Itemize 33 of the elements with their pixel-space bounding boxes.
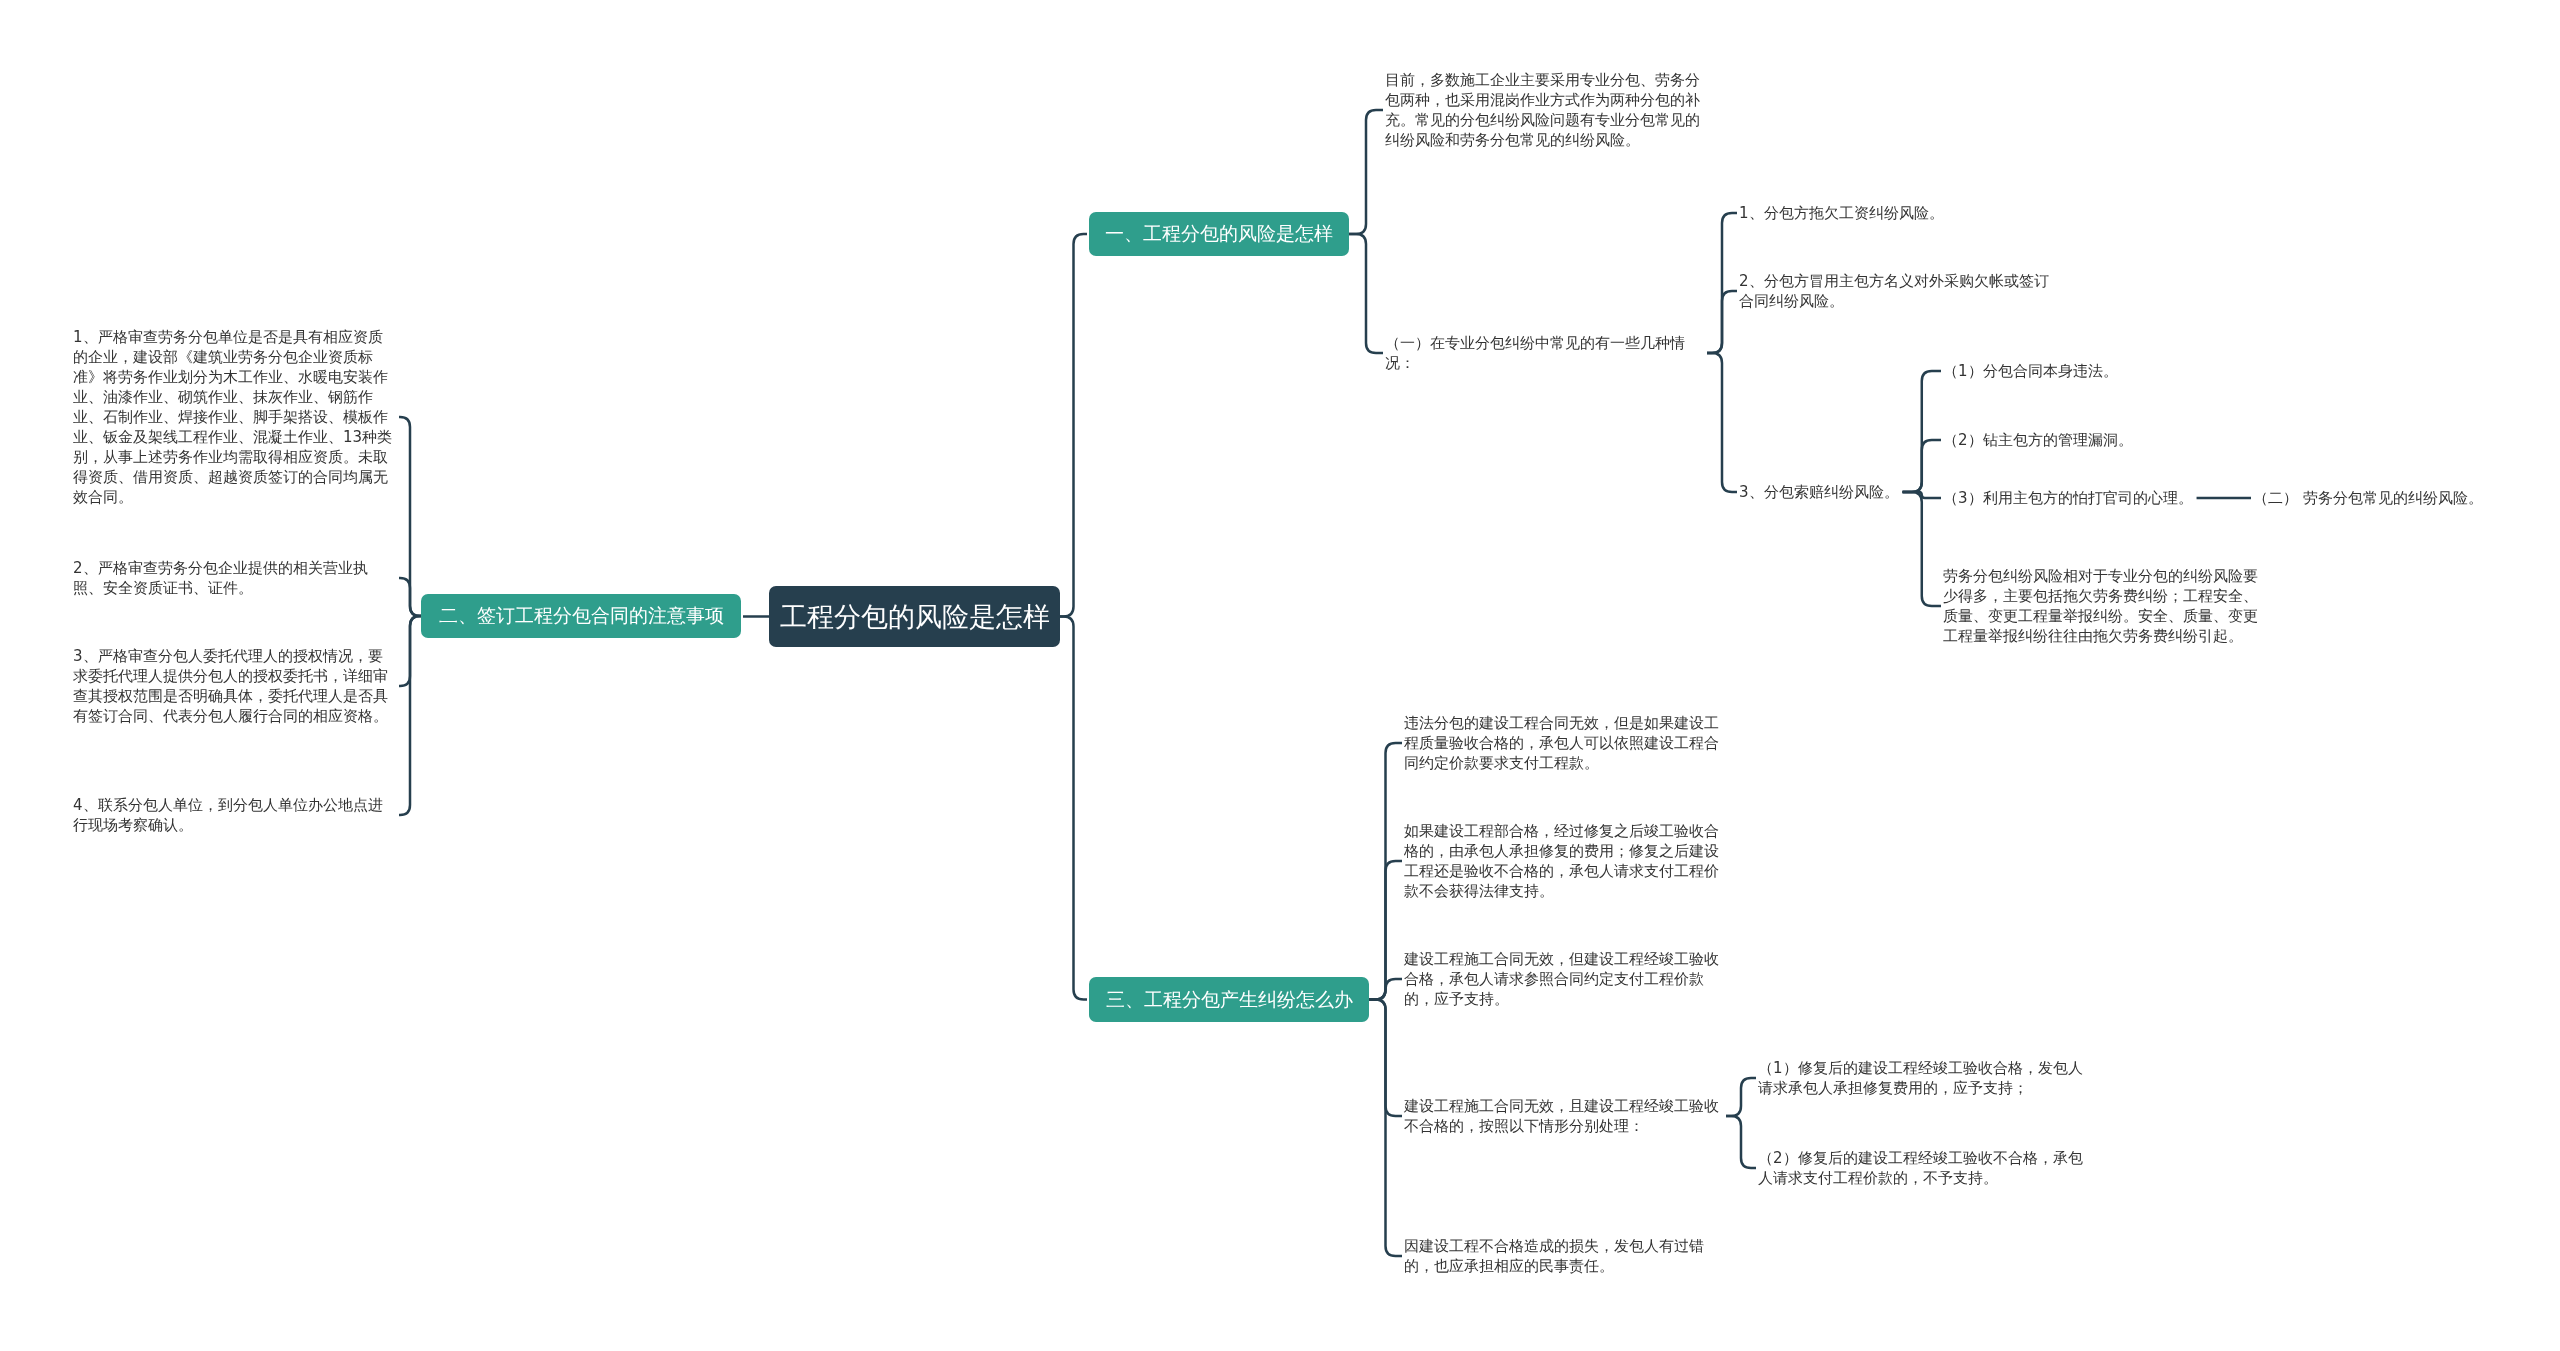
topic-text: 2、严格审查劳务分包企业提供的相关营业执照、安全资质证书、证件。 [73, 558, 369, 598]
topic-text: 劳务分包纠纷风险相对于专业分包的纠纷风险要少得多，主要包括拖欠劳务费纠纷；工程安全、质量、变更工程量举报纠纷。安全、质量、变更工程量举报纠纷往往由拖欠劳务费纠纷引起。 [1943, 566, 2259, 646]
topic-text: 1、严格审查劳务分包单位是否是具有相应资质的企业，建设部《建筑业劳务分包企业资质标准》将劳务作业划分为木工作业、水暖电安装作业、油漆作业、砌筑作业、抹灰作业、钢筋作业、石制作业、焊接作业、脚手架搭设、模板作业、钣金及架线工程作业、混凝土作业、13种类别，从事上述劳务作业均需取得相应资质。未取得资质、借用资质、超越资质签订的合同均属无效合同。 [73, 327, 394, 507]
topic-label: 三、工程分包产生纠纷怎么办 [1105, 986, 1353, 1012]
topic-text: （一）在专业分包纠纷中常见的有一些几种情况： [1385, 333, 1686, 373]
topic-text: （1）分包合同本身违法。 [1943, 361, 2118, 381]
branch-topic-box [1089, 212, 1349, 256]
topic-text: 建设工程施工合同无效，但建设工程经竣工验收合格，承包人请求参照合同约定支付工程价款的，应予支持。 [1404, 949, 1720, 1009]
topic-text: 因建设工程不合格造成的损失，发包人有过错的，也应承担相应的民事责任。 [1404, 1236, 1705, 1276]
topic-text: （2）修复后的建设工程经竣工验收不合格，承包人请求支付工程价款的，不予支持。 [1758, 1148, 2084, 1188]
connector-line [1060, 615, 1087, 1001]
topic-text: （二） 劳务分包常见的纠纷风险。 [2253, 488, 2483, 508]
topic-text: 违法分包的建设工程合同无效，但是如果建设工程质量验收合格的，承包人可以依照建设工程合同约定价款要求支付工程款。 [1404, 713, 1720, 773]
topic-text: 3、严格审查分包人委托代理人的授权情况，要求委托代理人提供分包人的授权委托书，详细审查其授权范围是否明确具体，委托代理人是否具有签订合同、代表分包人履行合同的相应资格。 [73, 646, 389, 726]
branch-topic-box [421, 594, 741, 638]
topic-text: 4、联系分包人单位，到分包人单位办公地点进行现场考察确认。 [73, 795, 384, 835]
topic-text: （3）利用主包方的怕打官司的心理。 [1943, 488, 2193, 508]
topic-label: 一、工程分包的风险是怎样 [1105, 221, 1333, 246]
topic-label: 二、签订工程分包合同的注意事项 [438, 603, 724, 628]
connector-line [2196, 496, 2251, 500]
central-topic-box [769, 586, 1060, 647]
topic-text: （2）钻主包方的管理漏洞。 [1943, 430, 2133, 450]
topic-text: 3、分包索赔纠纷风险。 [1739, 482, 1899, 502]
topic-text: 如果建设工程部合格，经过修复之后竣工验收合格的，由承包人承担修复的费用；修复之后建设工程还是验收不合格的，承包人请求支付工程价款不会获得法律支持。 [1404, 821, 1720, 901]
topic-text: 1、分包方拖欠工资纠纷风险。 [1739, 203, 1944, 223]
connector-line [398, 614, 422, 817]
branch-topic-box [1089, 977, 1369, 1022]
topic-label: 工程分包的风险是怎样 [779, 599, 1050, 634]
topic-text: 2、分包方冒用主包方名义对外采购欠帐或签订合同纠纷风险。 [1739, 271, 2050, 311]
topic-text: 建设工程施工合同无效，且建设工程经竣工验收不合格的，按照以下情形分别处理： [1404, 1096, 1720, 1136]
topic-text: 目前，多数施工企业主要采用专业分包、劳务分包两种，也采用混岗作业方式作为两种分包的补充。常见的分包纠纷风险问题有专业分包常见的纠纷风险和劳务分包常见的纠纷风险。 [1385, 70, 1701, 150]
connector-line [743, 615, 769, 618]
topic-text: （1）修复后的建设工程经竣工验收合格，发包人请求承包人承担修复费用的，应予支持； [1758, 1058, 2084, 1098]
